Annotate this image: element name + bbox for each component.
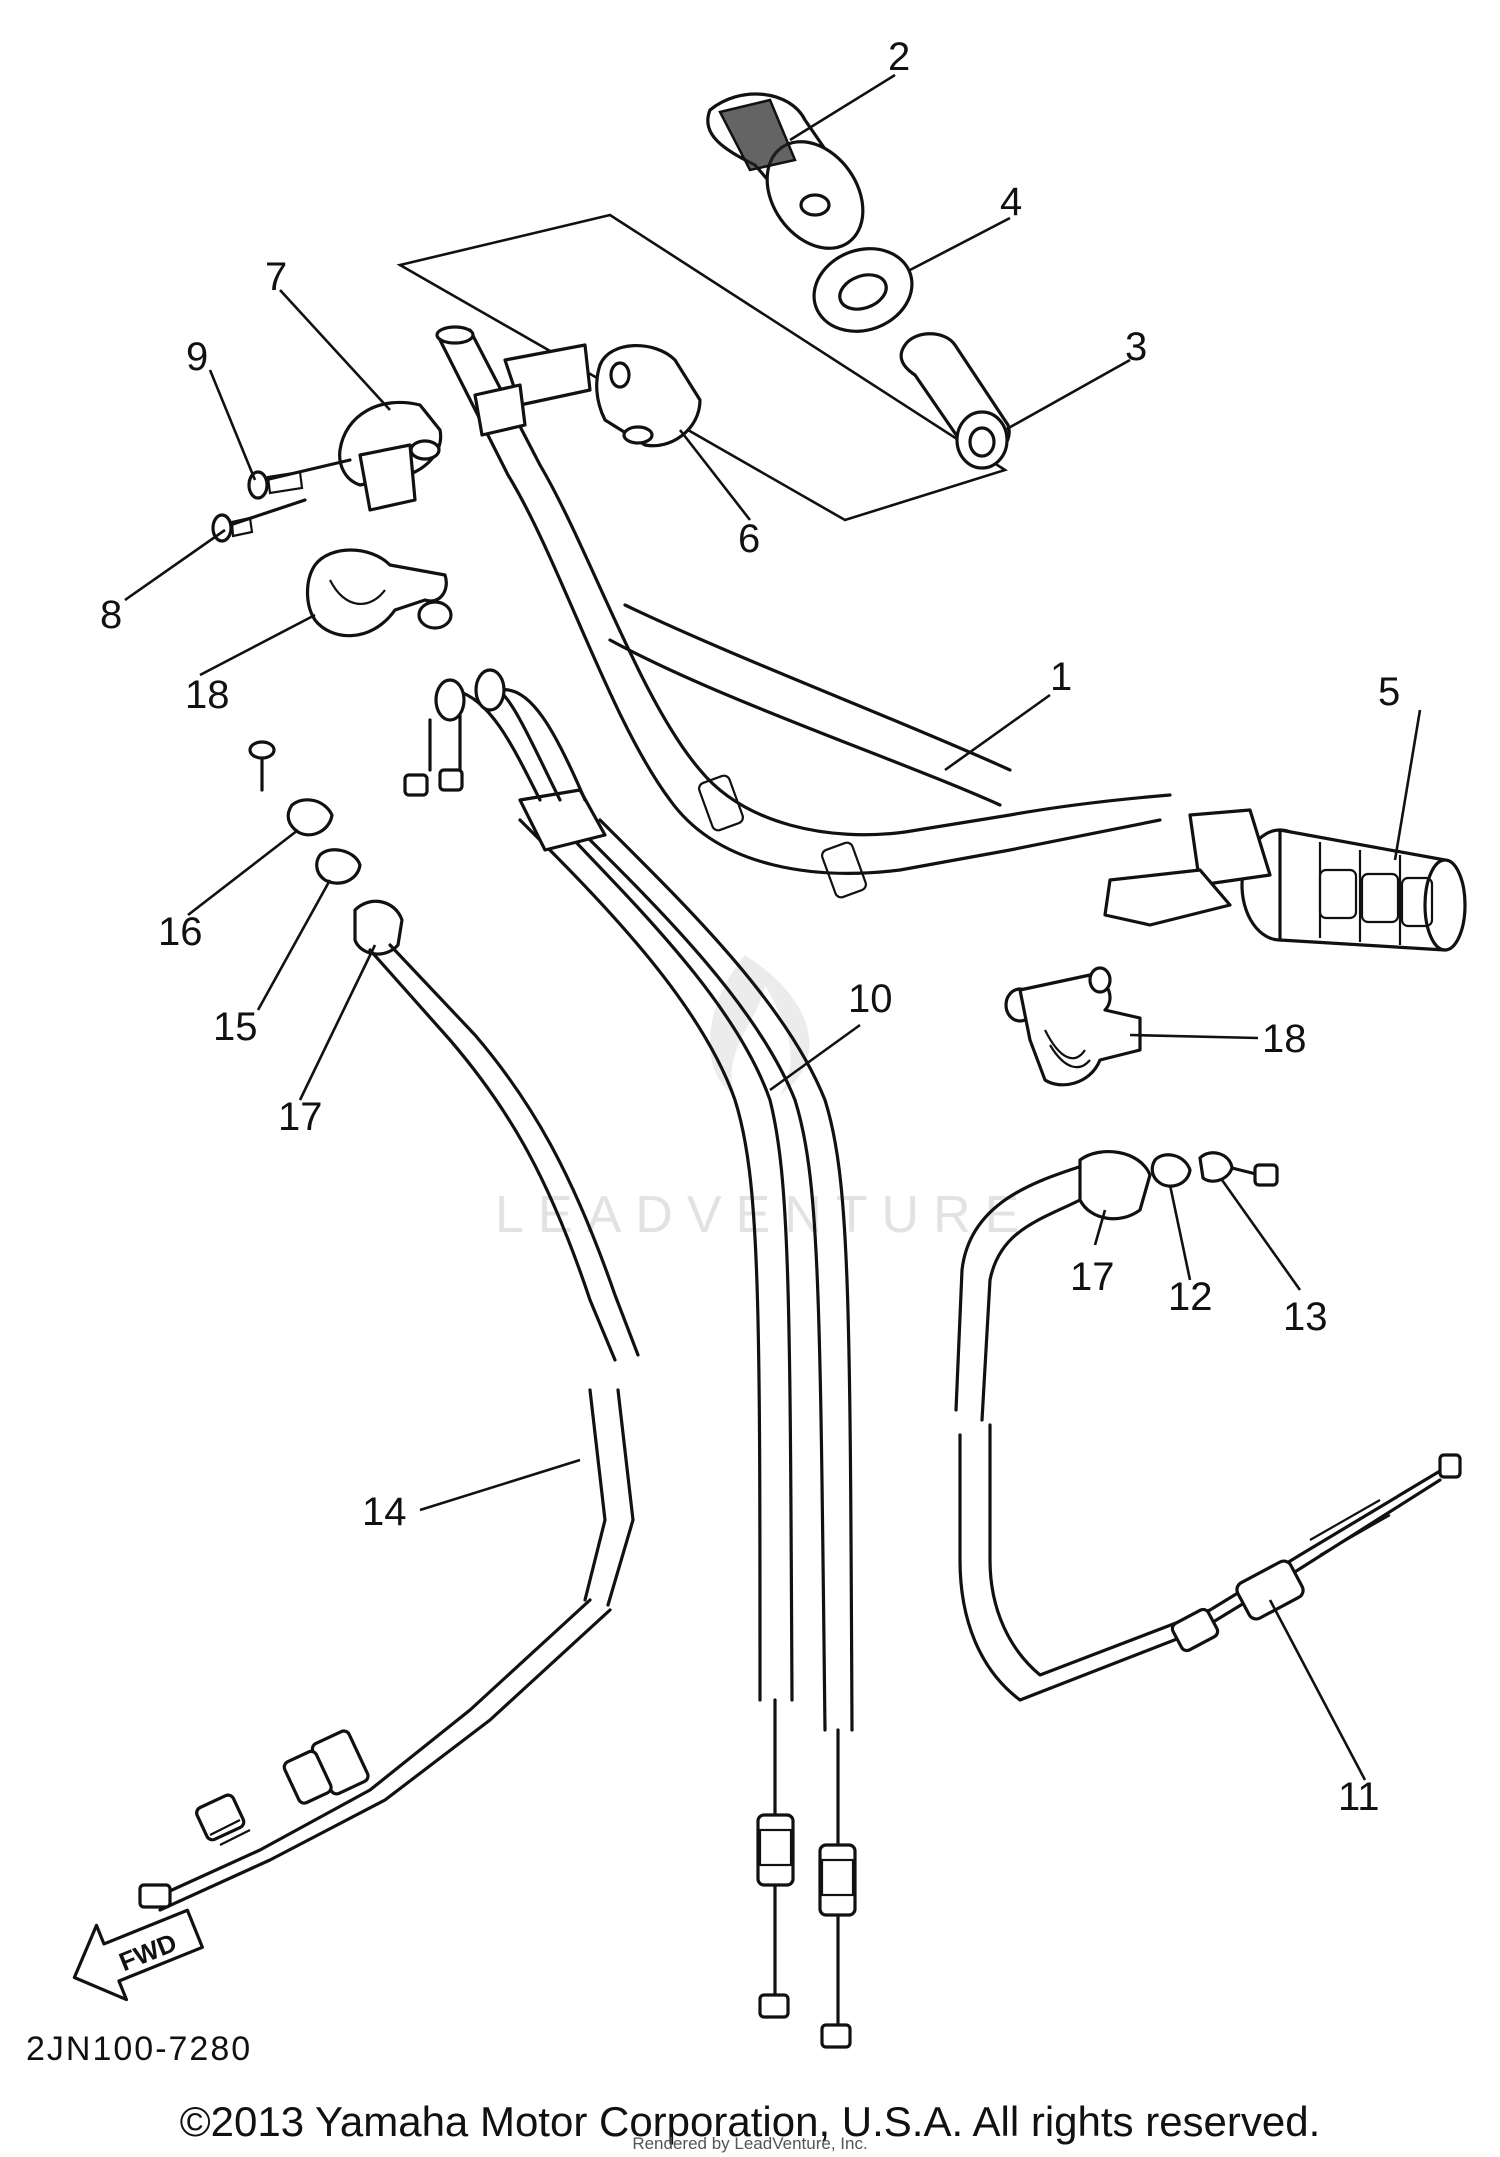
callout-5: 5 xyxy=(1378,670,1400,714)
screws xyxy=(211,458,352,543)
cable-holder-right xyxy=(1004,966,1142,1087)
callout-3: 3 xyxy=(1125,325,1147,369)
callout-14: 14 xyxy=(362,1490,407,1534)
cable-holder-left xyxy=(305,548,453,638)
callout-11: 11 xyxy=(1338,1775,1380,1819)
copyright-notice: ©2013 Yamaha Motor Corporation, U.S.A. A… xyxy=(179,2098,1321,2145)
callout-12: 12 xyxy=(1168,1275,1213,1319)
throttle-tube xyxy=(899,332,1011,470)
watermark: LEADVENTURE xyxy=(495,955,1033,1244)
callout-8: 8 xyxy=(100,593,122,637)
clutch-cable xyxy=(138,740,640,1912)
callout-17-left: 17 xyxy=(278,1095,323,1139)
lever-holder xyxy=(338,400,443,512)
clamp-holder xyxy=(595,343,702,448)
grip-end xyxy=(706,92,865,250)
callout-1: 1 xyxy=(1050,655,1072,699)
throttle-cable xyxy=(403,668,857,2049)
handlebar xyxy=(435,325,1172,899)
callouts: 2 4 3 7 9 6 8 18 1 5 16 10 18 15 17 17 1… xyxy=(100,35,1400,1819)
callout-7: 7 xyxy=(265,255,287,299)
callout-16: 16 xyxy=(158,910,203,954)
right-grip xyxy=(1103,808,1467,952)
watermark-text: LEADVENTURE xyxy=(495,1186,1033,1244)
callout-9: 9 xyxy=(186,335,208,379)
rendered-by-note: Rendered by LeadVenture, Inc. xyxy=(632,2134,868,2153)
drawing-code: 2JN100-7280 xyxy=(26,2030,253,2068)
brake-cable xyxy=(954,1150,1462,1702)
callout-17-right: 17 xyxy=(1070,1255,1115,1299)
callout-10: 10 xyxy=(848,977,893,1021)
fwd-arrow: FWD xyxy=(72,1908,204,2002)
callout-2: 2 xyxy=(888,35,910,79)
callout-18-left: 18 xyxy=(185,673,230,717)
washer xyxy=(812,247,914,333)
callout-4: 4 xyxy=(1000,180,1022,224)
callout-13: 13 xyxy=(1283,1295,1328,1339)
callout-6: 6 xyxy=(738,517,760,561)
callout-18-right: 18 xyxy=(1262,1017,1307,1061)
leader-lines xyxy=(124,73,1422,1781)
assembly-outline xyxy=(396,213,1009,522)
callout-15: 15 xyxy=(213,1005,258,1049)
